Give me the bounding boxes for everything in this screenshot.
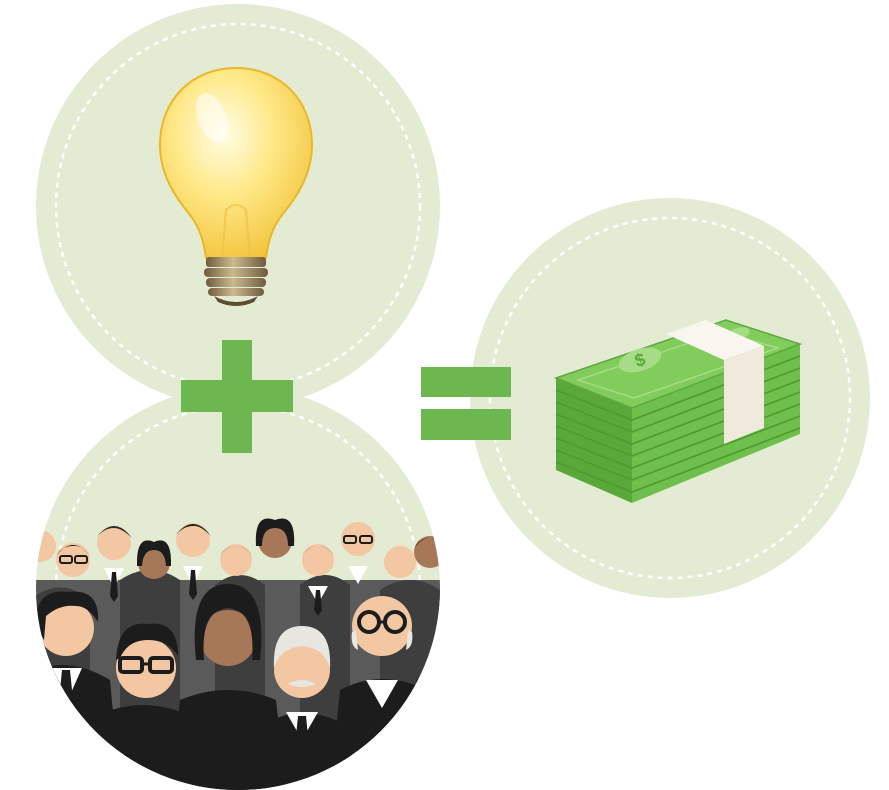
plus-sign-icon xyxy=(181,340,293,453)
money-stack-icon: $ xyxy=(553,319,803,503)
equals-sign-icon xyxy=(421,367,511,440)
lightbulb-icon xyxy=(158,66,314,306)
crowd-of-people-icon xyxy=(36,518,440,790)
